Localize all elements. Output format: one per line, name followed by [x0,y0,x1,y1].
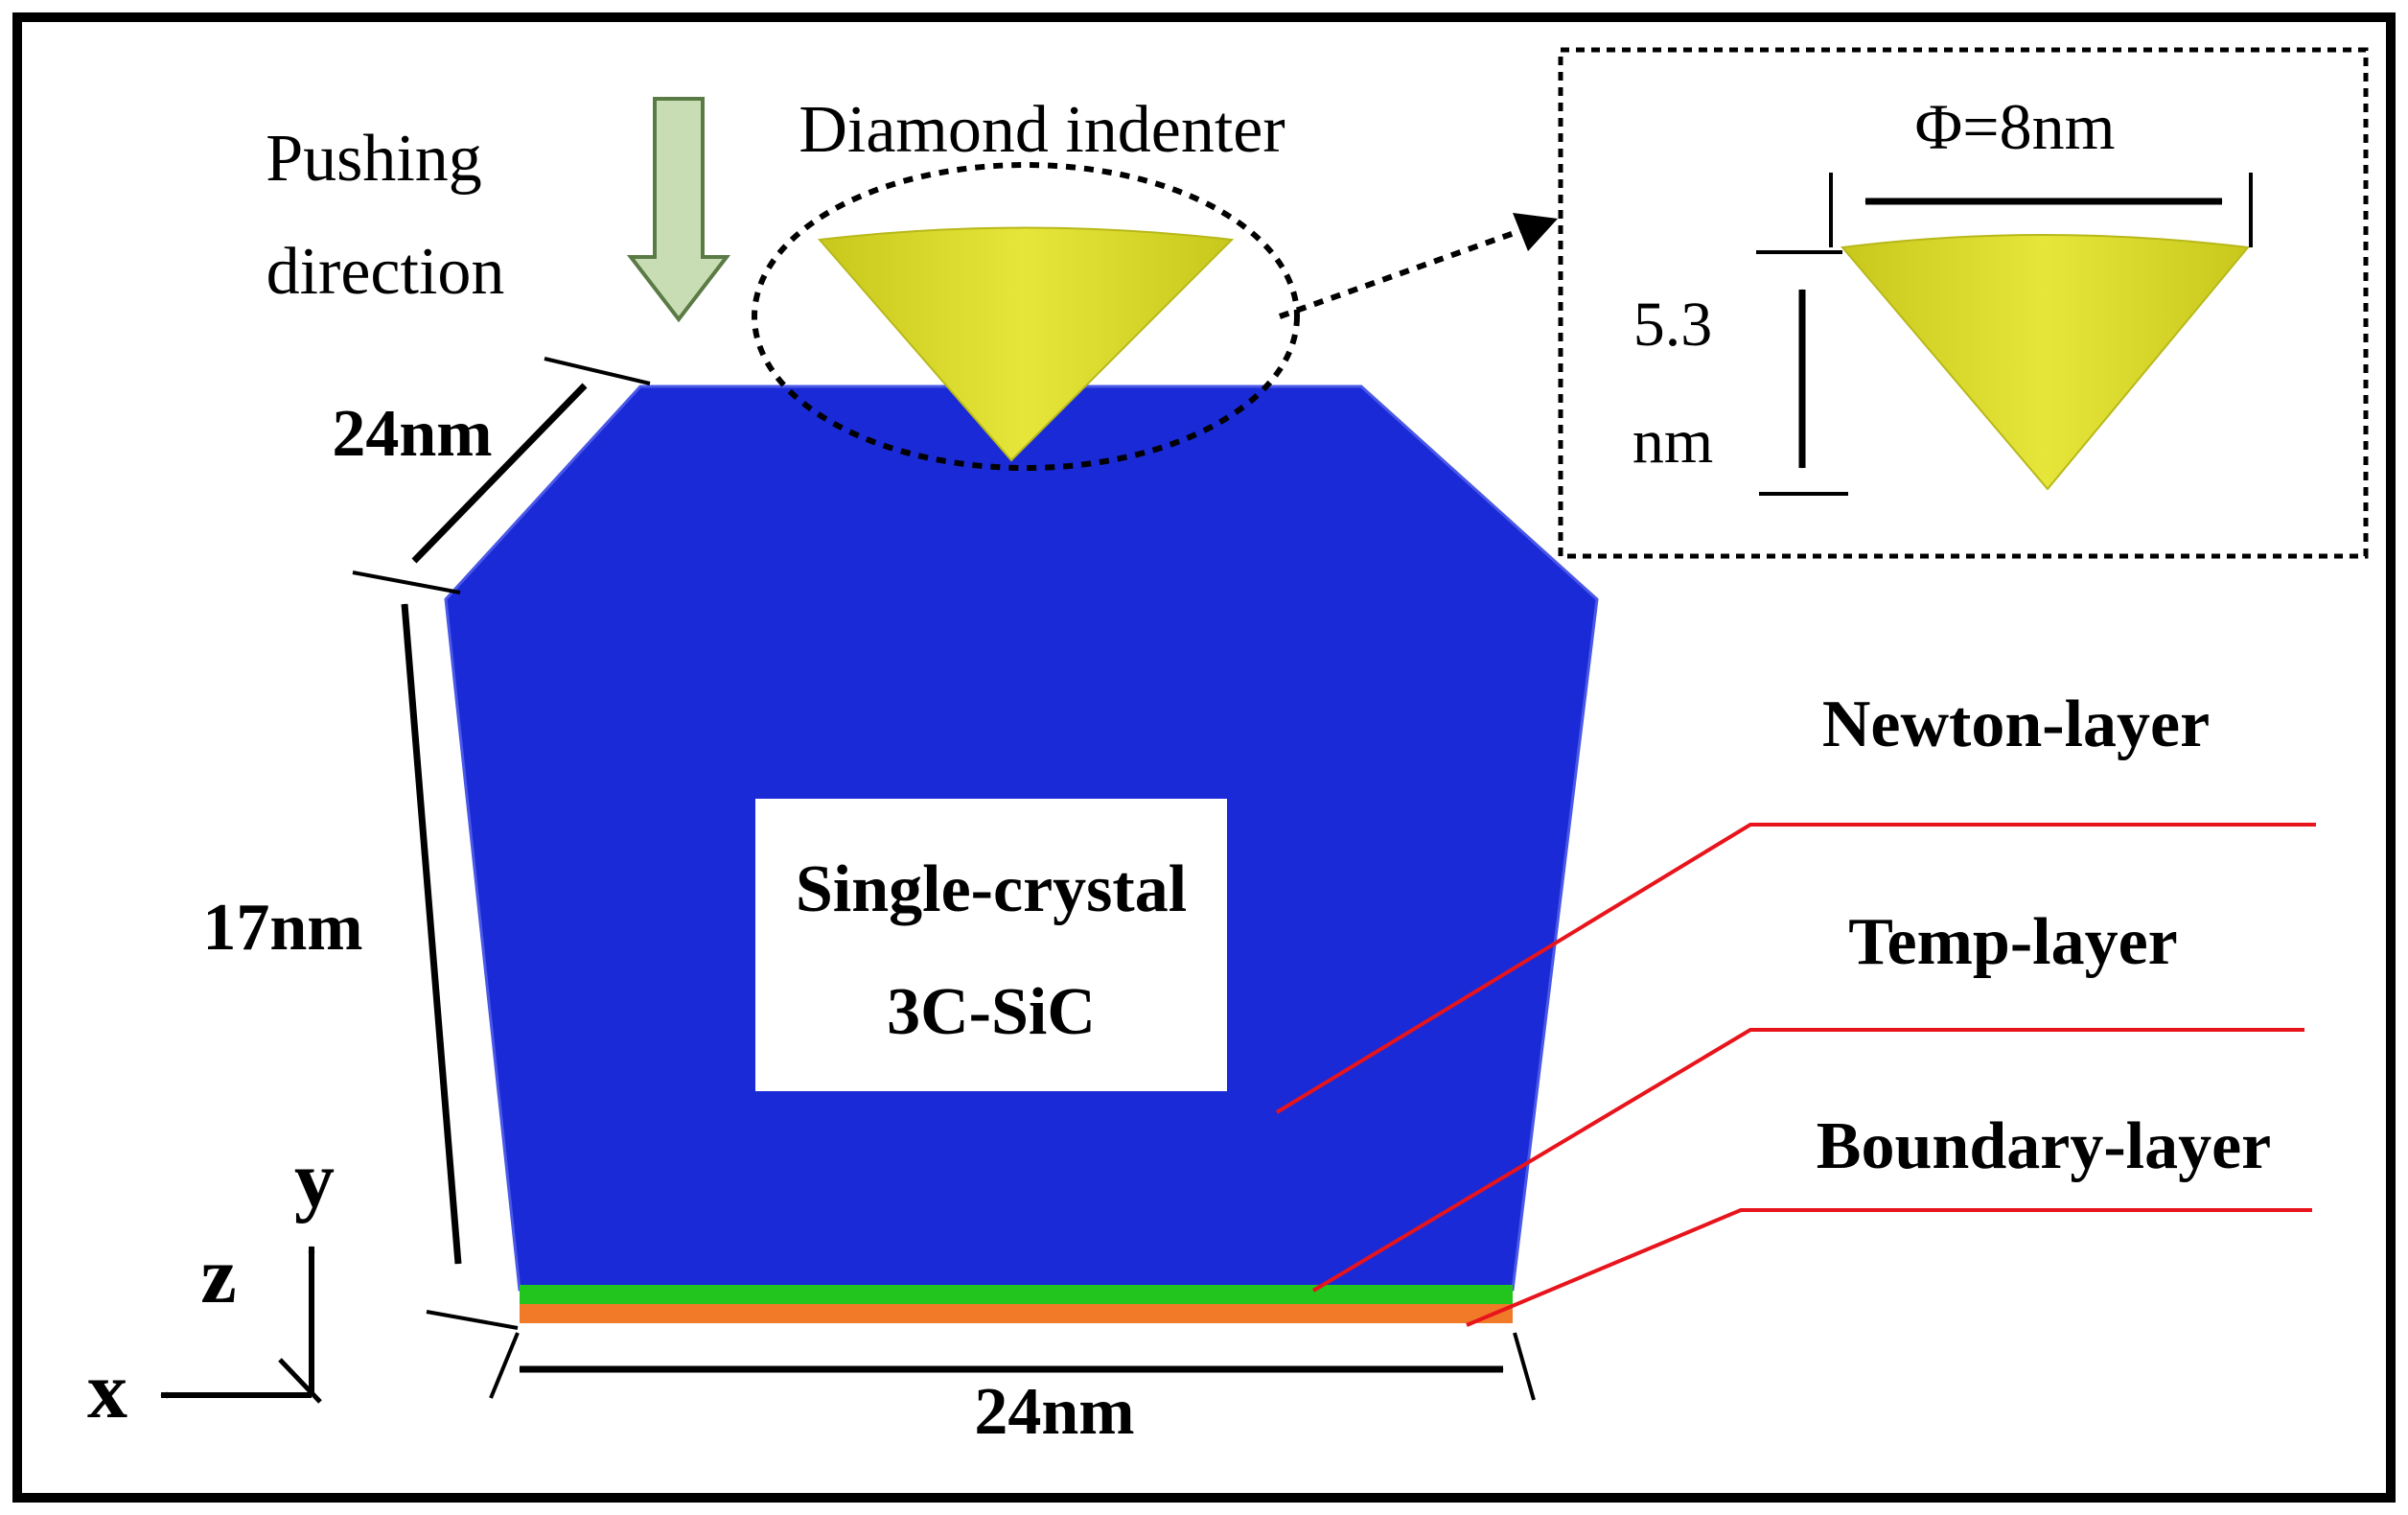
material-label-line2: 3C-SiC [887,975,1096,1049]
width-dim-tick-right [1513,1332,1536,1401]
indenter-highlight-ellipse [752,162,1300,471]
newton-layer-leader [1275,823,2316,1114]
inset-diameter-label: Φ=8nm [1915,90,2116,163]
depth-dim-label: 24nm [332,397,492,471]
indenter-label: Diamond indenter [799,93,1285,167]
boundary-layer-band [520,1304,1513,1323]
axis-y-label: y [294,1135,335,1224]
temp-layer-band [520,1285,1513,1304]
inset-indenter [1841,234,2250,491]
inset-height-label-line2: nm [1632,407,1713,477]
newton-layer-label: Newton-layer [1822,688,2210,761]
pushing-label-line2: direction [266,235,505,309]
callout-line [1278,227,1524,319]
depth-dim-tick-top [544,357,651,385]
boundary-layer-label: Boundary-layer [1817,1109,2271,1183]
width-dim-label: 24nm [974,1375,1134,1449]
axis-z-label: z [200,1231,236,1320]
pushing-direction-arrow [626,97,731,323]
temp-layer-label: Temp-layer [1848,905,2177,979]
inset-height-label-line1: 5.3 [1633,290,1713,360]
height-dim-tick-bottom [426,1310,519,1330]
axis-x-label: x [87,1346,127,1435]
material-label-line1: Single-crystal [796,852,1187,926]
height-dim-label: 17nm [202,891,362,965]
width-dim-tick-left [489,1332,520,1399]
diamond-indenter [818,226,1235,462]
depth-dim-arrow [411,383,588,564]
pushing-label-line1: Pushing [266,122,482,196]
callout-arrowhead [1513,213,1558,251]
temp-layer-leader [1311,1028,2304,1293]
height-dim-arrow [401,603,462,1265]
axis-z-indicator [278,1358,322,1404]
boundary-layer-leader [1466,1208,2312,1327]
depth-dim-tick-bottom [352,571,461,594]
material-label-box [755,799,1227,1091]
